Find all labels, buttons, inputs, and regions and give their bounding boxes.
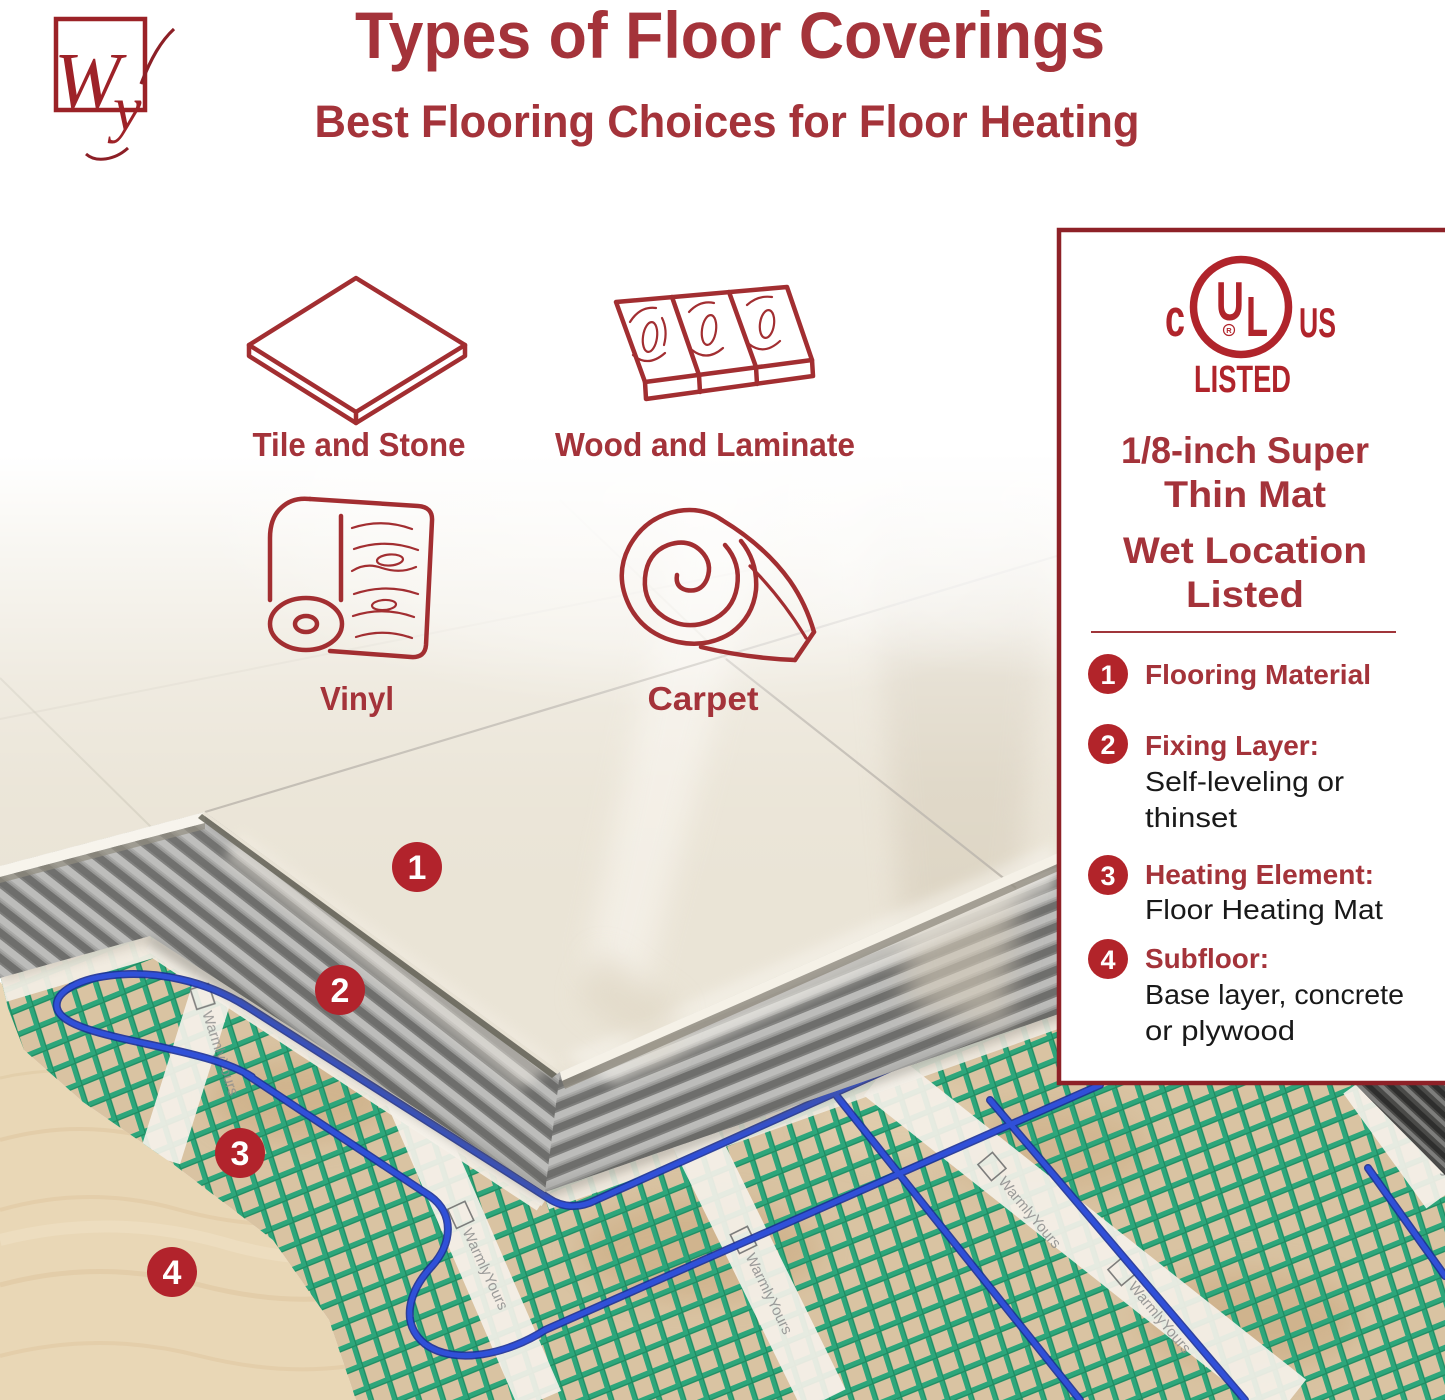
svg-text:2: 2 — [1100, 730, 1115, 760]
svg-text:Self-leveling or: Self-leveling or — [1145, 766, 1344, 797]
svg-text:or plywood: or plywood — [1145, 1015, 1295, 1046]
svg-text:Types of Floor Coverings: Types of Floor Coverings — [355, 0, 1105, 72]
svg-text:1/8-inch Super: 1/8-inch Super — [1121, 430, 1369, 471]
svg-text:Vinyl: Vinyl — [320, 680, 394, 717]
svg-text:L: L — [1246, 285, 1268, 349]
svg-text:Best Flooring Choices for Floo: Best Flooring Choices for Floor Heating — [315, 96, 1140, 147]
svg-text:W: W — [54, 38, 127, 126]
svg-text:1: 1 — [1100, 660, 1115, 690]
svg-text:Floor Heating Mat: Floor Heating Mat — [1145, 894, 1383, 925]
svg-text:4: 4 — [163, 1254, 182, 1292]
svg-text:Fixing Layer:: Fixing Layer: — [1145, 730, 1319, 761]
svg-text:3: 3 — [231, 1135, 250, 1173]
svg-text:3: 3 — [1100, 861, 1115, 891]
svg-text:Base layer, concrete: Base layer, concrete — [1145, 979, 1404, 1010]
svg-text:LISTED: LISTED — [1194, 359, 1291, 401]
svg-text:Listed: Listed — [1186, 574, 1304, 615]
svg-text:U: U — [1216, 270, 1244, 332]
svg-text:Carpet: Carpet — [648, 680, 759, 717]
svg-text:Thin Mat: Thin Mat — [1164, 474, 1326, 515]
svg-text:thinset: thinset — [1145, 802, 1237, 833]
svg-text:2: 2 — [331, 972, 350, 1010]
svg-text:c: c — [1165, 289, 1185, 348]
svg-text:Subfloor:: Subfloor: — [1145, 943, 1269, 974]
svg-text:1: 1 — [408, 849, 427, 887]
svg-text:Heating Element:: Heating Element: — [1145, 859, 1374, 890]
svg-text:R: R — [1226, 326, 1232, 335]
svg-text:US: US — [1299, 299, 1336, 346]
svg-text:Wet Location: Wet Location — [1123, 530, 1367, 571]
svg-text:Tile and Stone: Tile and Stone — [253, 426, 466, 463]
svg-text:Flooring Material: Flooring Material — [1145, 659, 1371, 690]
svg-text:y: y — [107, 73, 142, 144]
svg-text:Wood and Laminate: Wood and Laminate — [555, 426, 855, 463]
svg-text:4: 4 — [1100, 945, 1115, 975]
